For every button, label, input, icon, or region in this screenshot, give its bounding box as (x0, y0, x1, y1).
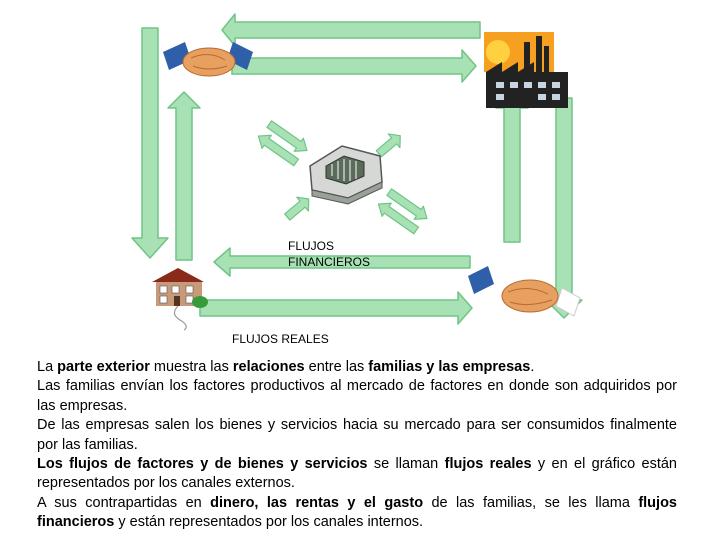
paragraph-4: Los flujos de factores y de bienes y ser… (37, 455, 677, 494)
house-icon (152, 268, 208, 331)
paragraph-2: Las familias envían los factores product… (37, 378, 677, 414)
text-span: A sus contrapartidas en (37, 494, 211, 511)
text-span: y en el gráfico están representados por … (37, 456, 677, 492)
bold-span: flujos financieros (37, 494, 677, 531)
arrow-outer-left (131, 27, 169, 259)
real-flows-label: FLUJOS REALES (232, 332, 329, 346)
handshake-icon (163, 42, 253, 77)
paragraph-5: A sus contrapartidas en dinero, las rent… (37, 494, 677, 533)
text-span: y están representados por los canales in… (114, 514, 424, 531)
arrow-diag-top-left (257, 120, 308, 167)
explanation-text: La parte exterior muestra las relaciones… (37, 358, 677, 533)
bold-span: familias y las empresas (368, 359, 531, 375)
arrow-outer-right (545, 97, 583, 319)
arrow-inner-left (167, 91, 201, 261)
arrow-outer-bottom (199, 291, 473, 325)
arrow-inner-top (231, 49, 477, 83)
arrow-inner-bottom (213, 247, 471, 277)
text-span: entre las (304, 359, 369, 375)
circular-flow-diagram (131, 13, 583, 331)
bold-span: flujos reales (444, 456, 532, 473)
text-span: de las familias, se les llama (423, 494, 639, 511)
bold-span: parte exterior (57, 359, 150, 375)
arrow-diag-top-right (375, 133, 401, 158)
text-span: muestra las (149, 359, 233, 375)
bold-span: relaciones (232, 359, 305, 375)
factory-icon (484, 32, 568, 108)
arrow-inner-right (495, 91, 529, 243)
government-building-icon (309, 145, 383, 205)
paragraph-1: La parte exterior muestra las relaciones… (37, 358, 677, 377)
arrow-diag-bottom-right (377, 188, 428, 235)
paragraph-3: De las empresas salen los bienes y servi… (37, 417, 677, 453)
text-span: se llaman (367, 456, 445, 473)
handshake-icon (468, 266, 581, 317)
text-span: La (37, 359, 58, 375)
arrow-diag-bottom-left (284, 196, 310, 221)
bold-span: Los flujos de factores y de bienes y ser… (37, 456, 368, 473)
arrow-outer-top (221, 13, 481, 47)
financial-flows-label: FLUJOS FINANCIEROS (288, 239, 371, 269)
text-span: . (530, 359, 535, 375)
bold-span: dinero, las rentas y el gasto (210, 494, 424, 511)
